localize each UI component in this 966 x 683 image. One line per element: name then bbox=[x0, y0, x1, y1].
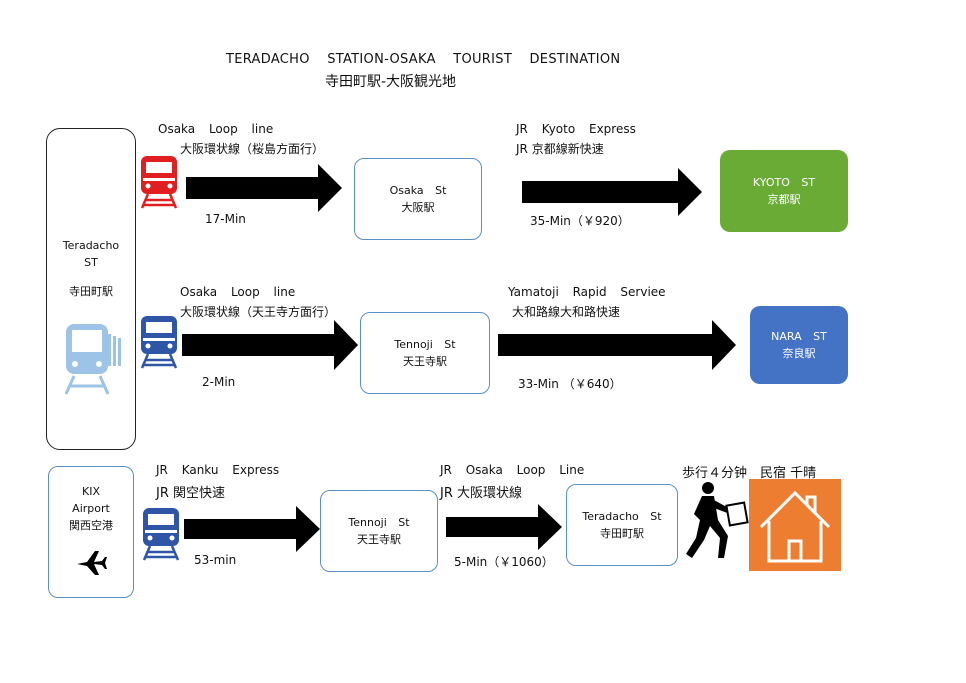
transfer-box-tennoji: Tennoji St 天王寺駅 bbox=[360, 312, 490, 394]
airport-leg1-line-jp: JR 関空快速 bbox=[156, 486, 225, 501]
origin-name-jp: 寺田町駅 bbox=[69, 285, 113, 299]
nara-leg2-time: 33-Min （￥640） bbox=[518, 377, 622, 391]
origin-box-kix-airport: KIX Airport 関西空港 bbox=[48, 466, 134, 598]
airport-line1: KIX bbox=[82, 485, 100, 498]
kyoto-leg1-line-en: Osaka Loop line bbox=[158, 122, 274, 136]
transfer-name-en: Tennoji St bbox=[394, 337, 456, 351]
house-icon bbox=[759, 490, 831, 563]
arrow-icon bbox=[498, 320, 736, 370]
transfer-name-jp: 天王寺駅 bbox=[403, 355, 447, 368]
nara-leg1-time: 2-Min bbox=[202, 375, 236, 389]
train-icon bbox=[142, 508, 180, 561]
origin-name-en: Teradacho bbox=[62, 239, 120, 252]
transfer-box-osaka: Osaka St 大阪駅 bbox=[354, 158, 482, 240]
walk-label: 歩行４分钟 民宿 千晴 bbox=[682, 466, 817, 481]
transfer-name-jp: 天王寺駅 bbox=[357, 533, 401, 546]
airport-line3: 関西空港 bbox=[69, 519, 113, 533]
stop-name-en: Teradacho St bbox=[582, 509, 662, 523]
page-title: TERADACHO STATION-OSAKA TOURIST DESTINAT… bbox=[226, 52, 621, 67]
train-large-icon bbox=[64, 324, 121, 395]
airport-leg2-line-en: JR Osaka Loop Line bbox=[440, 463, 585, 477]
home-box bbox=[749, 479, 841, 571]
airport-line2: Airport bbox=[72, 502, 110, 516]
arrow-icon bbox=[182, 320, 358, 370]
stop-box-teradacho: Teradacho St 寺田町駅 bbox=[566, 484, 678, 566]
arrow-icon bbox=[446, 504, 562, 550]
nara-leg1-line-en: Osaka Loop line bbox=[180, 285, 296, 299]
nara-leg1-line-jp: 大阪環状線（天王寺方面行） bbox=[180, 305, 337, 319]
nara-leg2-line-jp: 大和路線大和路快速 bbox=[512, 305, 621, 319]
transfer-box-tennoji-airport: Tennoji St 天王寺駅 bbox=[320, 490, 438, 572]
transfer-name-en: Osaka St bbox=[389, 183, 447, 197]
destination-name-jp: 奈良駅 bbox=[782, 347, 816, 360]
origin-station-box: Teradacho ST 寺田町駅 bbox=[46, 128, 136, 450]
arrow-icon bbox=[522, 168, 702, 216]
destination-name-jp: 京都駅 bbox=[767, 193, 801, 206]
train-icon bbox=[140, 156, 178, 209]
nara-leg2-line-en: Yamatoji Rapid Serviee bbox=[508, 285, 666, 299]
train-icon bbox=[140, 316, 178, 369]
page-subtitle: 寺田町駅-大阪観光地 bbox=[325, 74, 457, 90]
destination-box-kyoto: KYOTO ST 京都駅 bbox=[720, 150, 848, 232]
origin-name-st: ST bbox=[84, 256, 98, 270]
transfer-name-en: Tennoji St bbox=[348, 515, 410, 529]
airport-leg1-time: 53-min bbox=[194, 553, 237, 567]
kyoto-leg2-line-en: JR Kyoto Express bbox=[516, 122, 636, 136]
airport-leg2-line-jp: JR 大阪環状線 bbox=[440, 486, 522, 501]
arrow-icon bbox=[184, 506, 320, 552]
arrow-icon bbox=[186, 164, 342, 212]
airplane-icon bbox=[77, 551, 107, 576]
airport-leg2-time: 5-Min（￥1060） bbox=[454, 555, 554, 569]
stop-name-jp: 寺田町駅 bbox=[600, 527, 644, 540]
walking-person-icon bbox=[686, 482, 749, 558]
transfer-name-jp: 大阪駅 bbox=[401, 201, 435, 214]
destination-name-en: NARA ST bbox=[771, 329, 827, 343]
kyoto-leg1-time: 17-Min bbox=[205, 212, 246, 226]
kyoto-leg1-line-jp: 大阪環状線（桜島方面行） bbox=[180, 142, 325, 156]
airport-leg1-line-en: JR Kanku Express bbox=[156, 463, 280, 477]
kyoto-leg2-line-jp: JR 京都線新快速 bbox=[516, 142, 604, 156]
destination-name-en: KYOTO ST bbox=[752, 175, 816, 189]
destination-box-nara: NARA ST 奈良駅 bbox=[750, 306, 848, 384]
kyoto-leg2-time: 35-Min（￥920） bbox=[530, 214, 630, 228]
